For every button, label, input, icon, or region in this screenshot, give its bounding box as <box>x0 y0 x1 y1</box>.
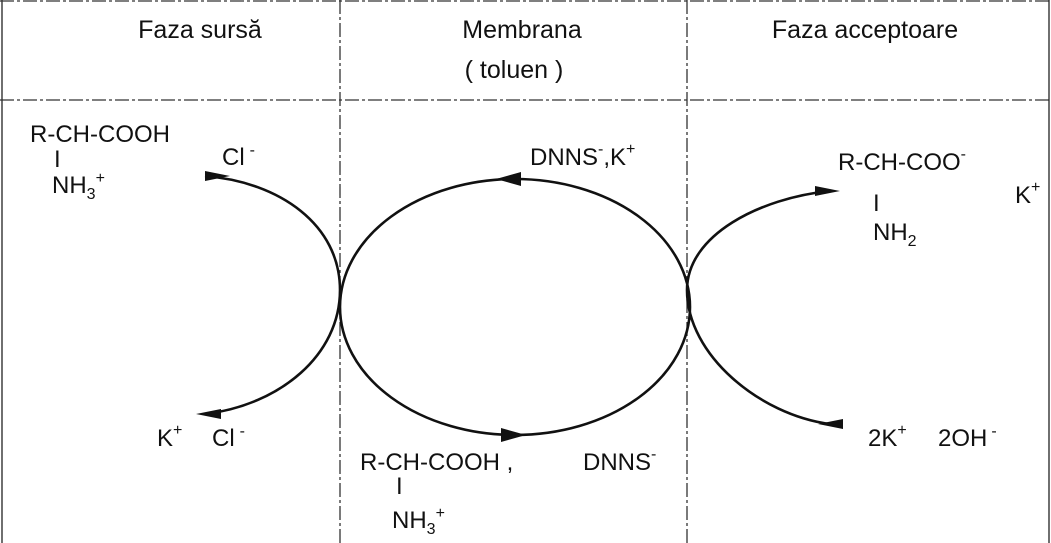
source-potassium-bottom: K+ <box>157 422 182 452</box>
acceptor-amino-group-label: NH2 <box>873 219 917 250</box>
source-interface-curve <box>204 174 342 416</box>
membrane-amino-complex-bond: I <box>396 473 403 500</box>
arrow-acceptor-release <box>815 186 840 196</box>
acceptor-base-potassium: 2K+ <box>868 422 907 452</box>
arrow-membrane-bottom <box>501 428 526 442</box>
source-amino-acid-label: R-CH-COOH <box>30 121 170 148</box>
acceptor-interface-curve <box>685 189 831 426</box>
membrane-amino-group-label: NH3+ <box>392 505 445 538</box>
source-chloride-top: Cl- <box>222 142 255 171</box>
header-acceptor-phase: Faza acceptoare <box>772 16 958 44</box>
source-amino-acid-bond: I <box>54 146 61 173</box>
membrane-carrier-complex: DNNS-,K+ <box>530 141 635 171</box>
arrow-acceptor-uptake <box>818 419 843 429</box>
source-amino-group-label: NH3+ <box>52 170 105 203</box>
acceptor-amino-acid-label: R-CH-COO- <box>838 146 966 176</box>
arrow-source-uptake <box>205 171 230 181</box>
acceptor-amino-acid-bond: I <box>873 190 880 217</box>
header-membrane-solvent: ( toluen ) <box>465 56 564 84</box>
acceptor-potassium: K+ <box>1015 179 1040 209</box>
arrow-membrane-top <box>496 172 521 186</box>
header-membrane: Membrana <box>462 16 582 44</box>
membrane-dnns-partner: DNNS- <box>583 446 656 476</box>
acceptor-base-hydroxide: 2OH- <box>938 423 997 452</box>
header-source-phase: Faza sursă <box>138 16 262 44</box>
arrow-source-release <box>196 409 221 419</box>
membrane-carrier-cycle <box>338 177 692 437</box>
source-chloride-bottom: Cl- <box>212 423 245 452</box>
membrane-amino-complex-label: R-CH-COOH , <box>360 449 513 476</box>
